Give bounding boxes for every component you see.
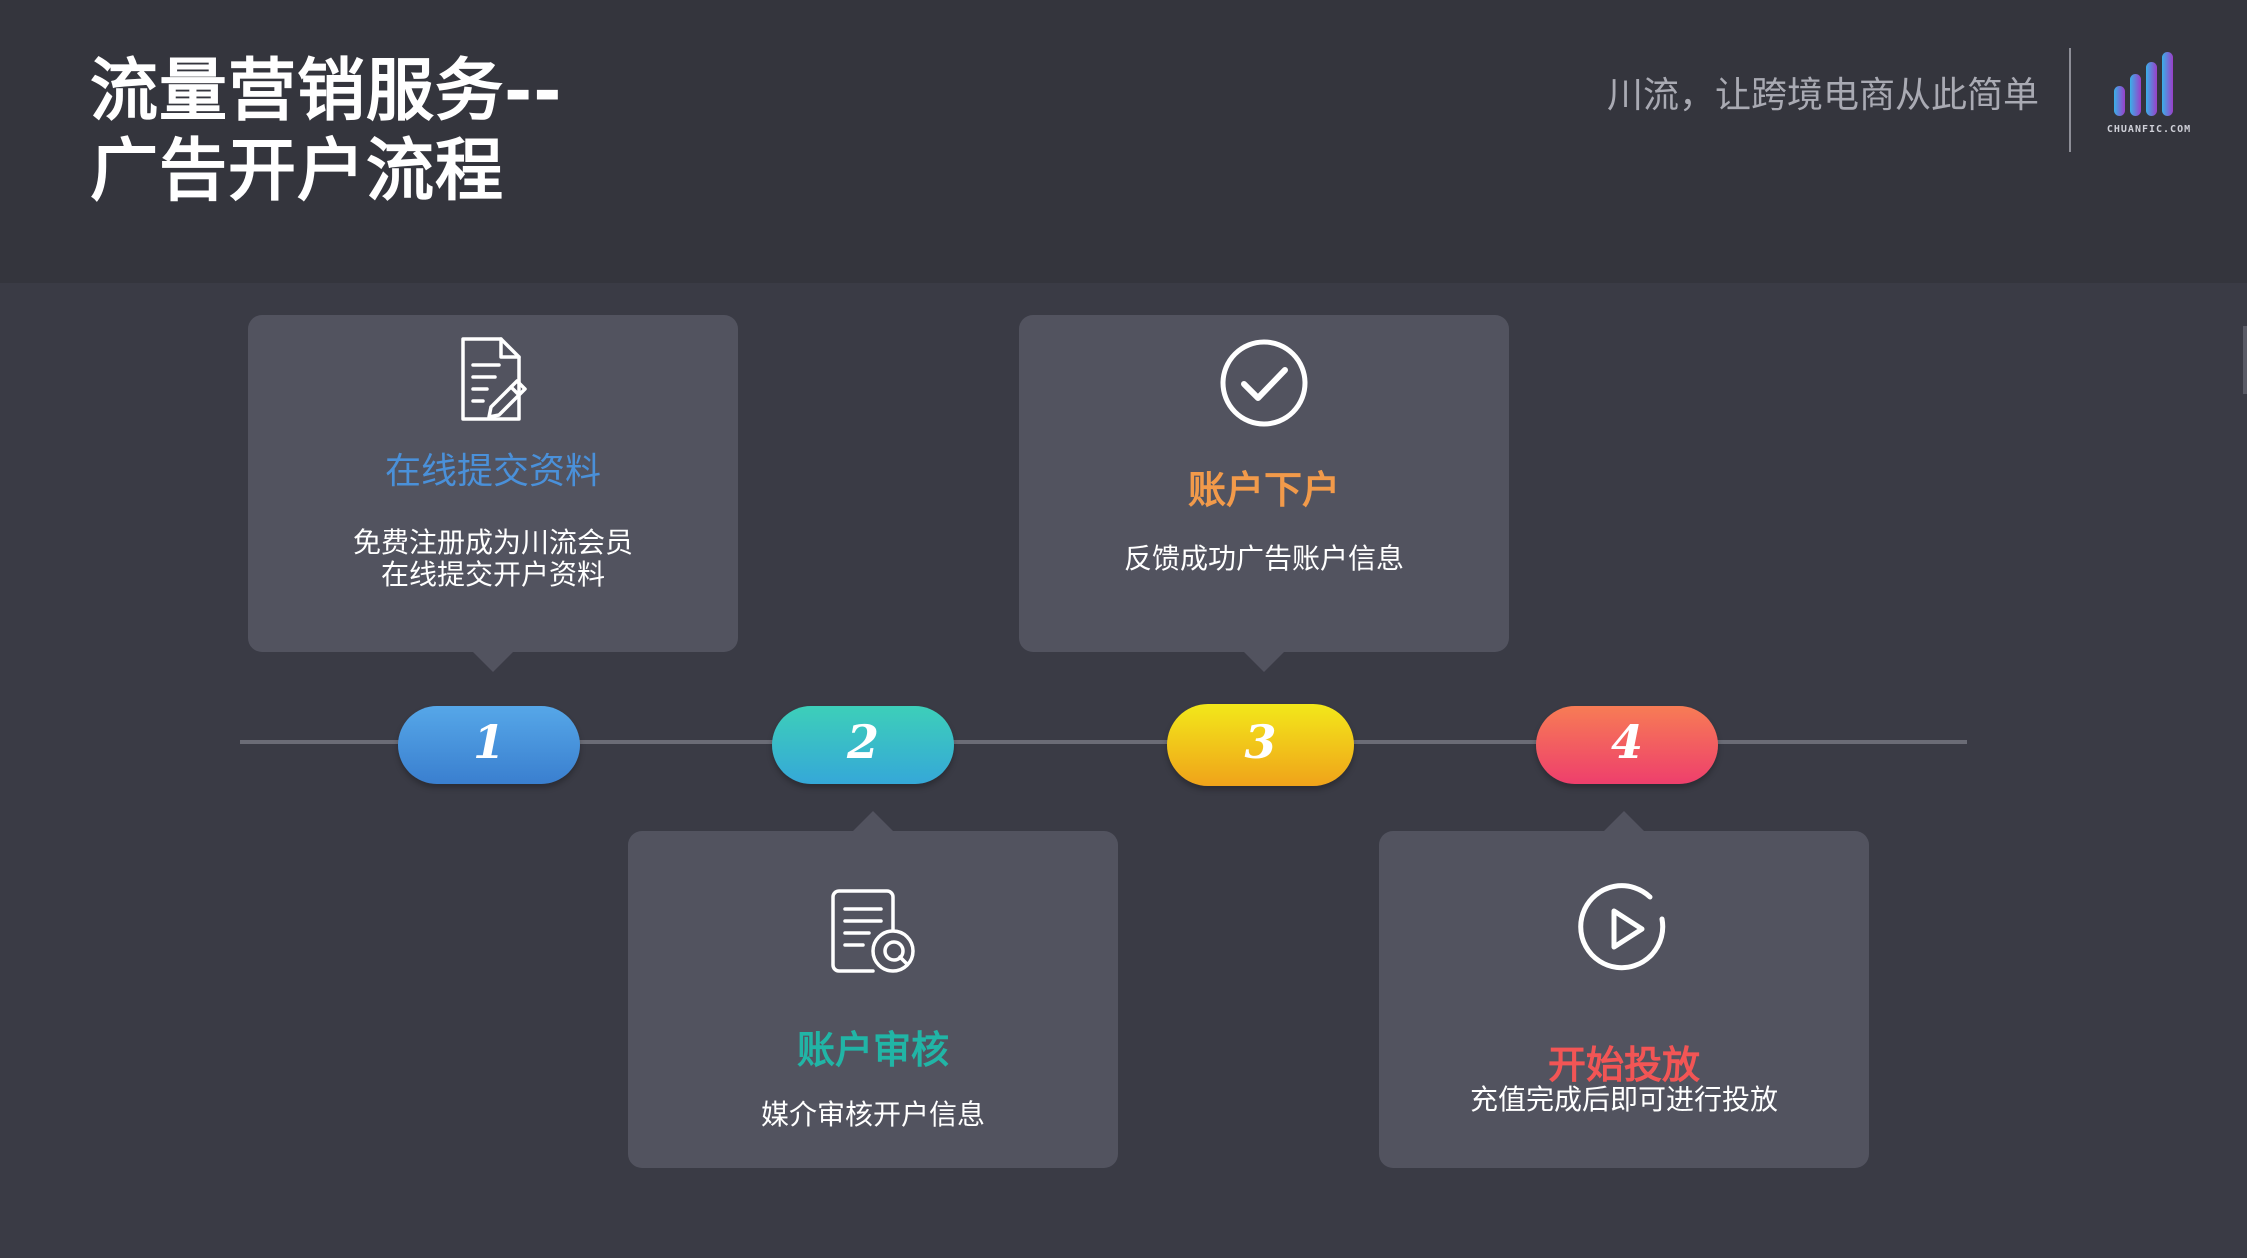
step-number-1: 1 <box>398 706 580 784</box>
step-number-3: 3 <box>1167 704 1354 786</box>
step-desc-1: 免费注册成为川流会员 在线提交开户资料 <box>248 527 738 591</box>
document-search-icon <box>831 889 915 973</box>
step-number-2: 2 <box>772 706 954 784</box>
check-circle-icon <box>1220 339 1308 427</box>
step-title-2: 账户审核 <box>796 1028 949 1072</box>
play-circle-icon <box>1578 883 1666 971</box>
step-desc-4-line1: 充值完成后即可进行投放 <box>1469 1083 1778 1116</box>
step-card-1: 在线提交资料 免费注册成为川流会员 在线提交开户资料 <box>248 315 738 672</box>
edge-marker <box>2243 326 2247 394</box>
logo-text: CHUANFIC.COM <box>2106 124 2192 135</box>
header-divider <box>2069 48 2071 152</box>
step-card-3: 账户下户 反馈成功广告账户信息 <box>1019 315 1509 672</box>
step-desc-4: 充值完成后即可进行投放 <box>1379 1084 1869 1116</box>
step-desc-1-line2: 在线提交开户资料 <box>380 558 605 591</box>
step-desc-3: 反馈成功广告账户信息 <box>1019 543 1509 575</box>
timeline-line <box>240 740 1967 744</box>
step-card-2: 账户审核 媒介审核开户信息 <box>628 811 1118 1168</box>
card-pointer <box>853 811 893 831</box>
step-title-3: 账户下户 <box>1187 468 1340 512</box>
card-pointer <box>473 652 513 672</box>
card-pointer <box>1604 811 1644 831</box>
step-desc-2-line1: 媒介审核开户信息 <box>760 1098 985 1131</box>
step-desc-1-line1: 免费注册成为川流会员 <box>352 526 633 559</box>
step-card-4: 开始投放 充值完成后即可进行投放 <box>1379 811 1869 1168</box>
step-desc-3-line1: 反馈成功广告账户信息 <box>1123 542 1404 575</box>
bar-chart-logo-icon <box>2114 52 2173 116</box>
step-number-4: 4 <box>1536 706 1718 784</box>
step-title-4: 开始投放 <box>1547 1043 1700 1087</box>
step-desc-2: 媒介审核开户信息 <box>628 1099 1118 1131</box>
card-pointer <box>1244 652 1284 672</box>
slogan: 川流，让跨境电商从此简单 <box>1606 75 2039 116</box>
page-title-line1: 流量营销服务-- <box>90 52 563 131</box>
header-bar <box>0 0 2247 283</box>
document-edit-icon <box>461 337 527 421</box>
page-title: 流量营销服务-- 广告开户流程 <box>90 52 562 212</box>
step-title-1: 在线提交资料 <box>384 451 601 492</box>
page-title-line2: 广告开户流程 <box>90 132 505 211</box>
